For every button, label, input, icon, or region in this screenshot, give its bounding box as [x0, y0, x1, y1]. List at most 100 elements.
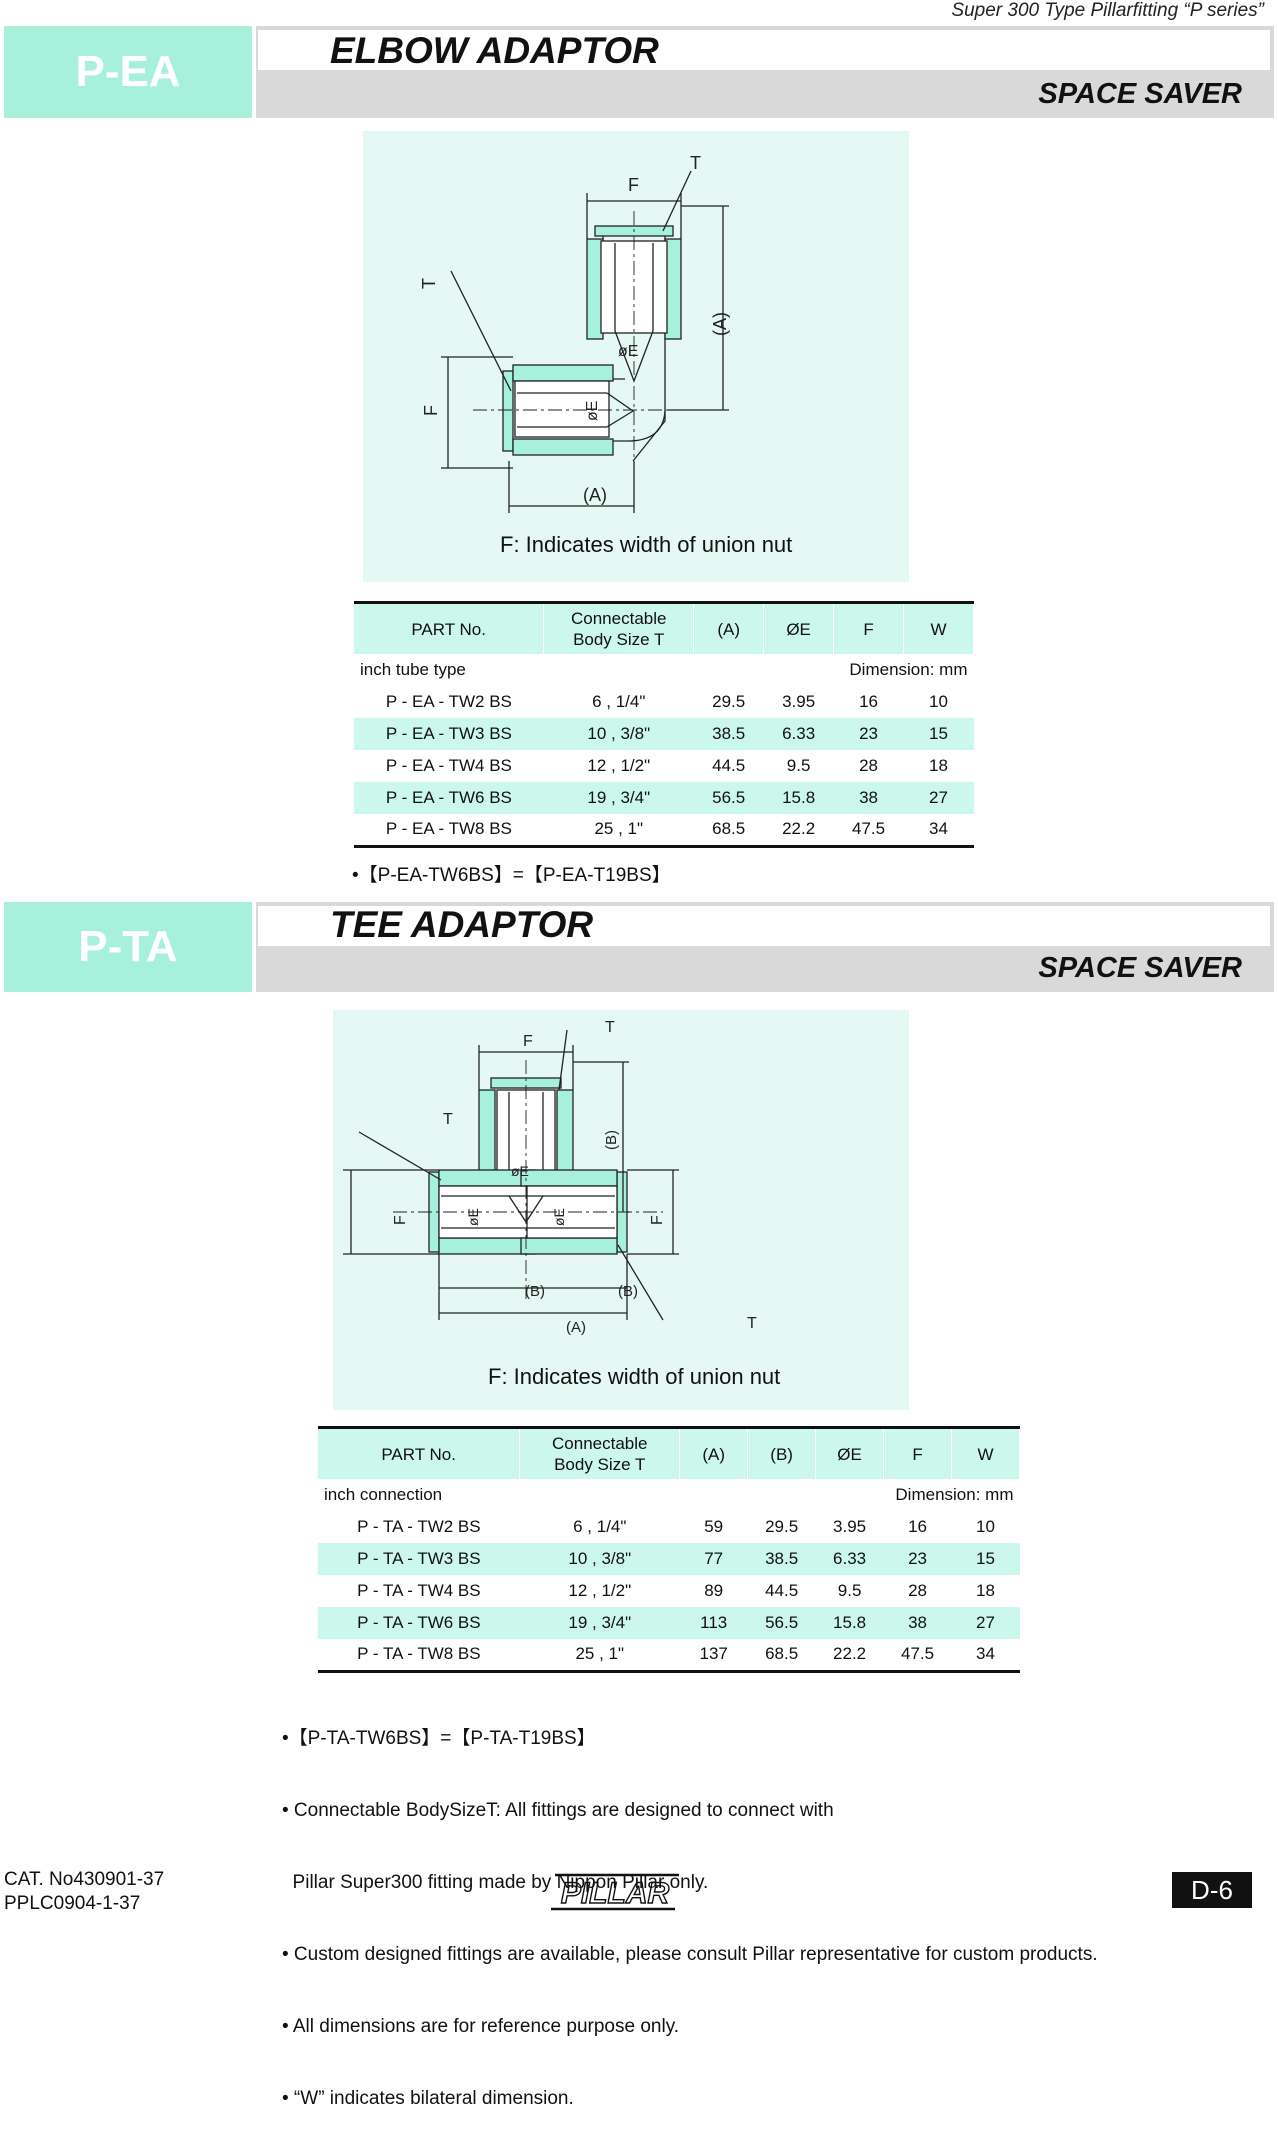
cell: 27: [951, 1607, 1020, 1639]
page-number: D-6: [1172, 1872, 1252, 1908]
cell: 47.5: [833, 814, 904, 848]
dimension-unit: Dimension: mm: [849, 660, 968, 679]
cell: 38.5: [747, 1543, 816, 1575]
cell: 23: [883, 1543, 952, 1575]
cell: 18: [929, 756, 948, 775]
title-white-strip: [258, 30, 1270, 70]
cell: P - EA - TW8 BS: [354, 814, 544, 848]
note-line: • “W” indicates bilateral dimension.: [282, 2088, 574, 2109]
tube-type-label: inch tube type: [360, 660, 466, 679]
cell: P - TA - TW3 BS: [318, 1543, 520, 1575]
cell: P - EA - TW2 BS: [385, 692, 512, 711]
space-saver-badge: SPACE SAVER: [1038, 952, 1242, 984]
label-a-right: (A): [710, 312, 730, 336]
logo-text: PILLAR: [561, 1877, 670, 1910]
label-t-top: T: [605, 1019, 615, 1036]
cell: 6.33: [763, 718, 834, 750]
label-t-left: T: [443, 1111, 453, 1128]
note-line: • Custom designed fittings are available…: [282, 1944, 1098, 1965]
elbow-drawing: F T T (A) øE F øE (A) F: Indicates width…: [363, 131, 909, 582]
note-line: Pillar Super300 fitting made by Nippon P…: [282, 1872, 709, 1893]
cell: 9.5: [786, 756, 811, 775]
cell: 25 , 1": [519, 1639, 680, 1673]
cell: 38: [883, 1607, 952, 1639]
title-white-strip: [258, 906, 1270, 946]
section-code-p-ta: P-TA: [4, 902, 252, 992]
cell: 29.5: [712, 692, 746, 711]
cell: 34: [951, 1639, 1020, 1673]
label-b-right: (B): [603, 1130, 620, 1150]
label-f-top: F: [523, 1033, 533, 1050]
cell: 59: [704, 1517, 724, 1536]
cell: 113: [679, 1607, 748, 1639]
cell: P - EA - TW6 BS: [354, 782, 544, 814]
equivalence-note: •【P-EA-TW6BS】=【P-EA-T19BS】: [352, 865, 671, 886]
cell: P - EA - TW4 BS: [385, 756, 512, 775]
col-part-no: PART No.: [318, 1427, 521, 1479]
cell: P - TA - TW4 BS: [357, 1581, 481, 1600]
note-line: •【P-TA-TW6BS】=【P-TA-T19BS】: [282, 1728, 596, 1749]
cell: 18: [976, 1581, 995, 1600]
col-b: (B): [747, 1427, 817, 1479]
pillar-logo-icon: PILLAR: [551, 1873, 679, 1911]
label-f-left: F: [421, 405, 441, 416]
col-w: W: [951, 1427, 1020, 1479]
cell: 28: [859, 756, 878, 775]
cell: 9.5: [837, 1581, 862, 1600]
cell: 137: [679, 1639, 748, 1673]
label-f-top: F: [628, 175, 639, 195]
cell: 23: [833, 718, 904, 750]
cell: 10: [976, 1517, 995, 1536]
col-e: ØE: [815, 1427, 885, 1479]
cell: 19 , 3/4": [543, 782, 694, 814]
label-f-left: F: [392, 1215, 409, 1225]
cell: 19 , 3/4": [519, 1607, 680, 1639]
cell: 10 , 3/8": [519, 1543, 680, 1575]
table-subheader: inch connection Dimension: mm: [318, 1479, 1020, 1511]
elbow-diagram-svg: F T T (A) øE F øE (A): [419, 153, 730, 513]
cell: 22.2: [763, 814, 834, 848]
col-e: ØE: [763, 602, 835, 654]
tee-drawing: F T T (B) øE F øE øE F (B) (B) (A) T F: …: [333, 1010, 909, 1410]
label-e-right: øE: [551, 1208, 567, 1226]
label-b-left-bottom: (B): [525, 1283, 545, 1300]
cell: 15: [951, 1543, 1020, 1575]
cell: 56.5: [693, 782, 764, 814]
dimension-unit: Dimension: mm: [895, 1485, 1014, 1504]
cell: 29.5: [765, 1517, 799, 1536]
cell: 77: [679, 1543, 748, 1575]
cell: 38: [833, 782, 904, 814]
label-a-bottom: (A): [583, 485, 607, 505]
cell: 56.5: [747, 1607, 816, 1639]
cell: 15: [903, 718, 974, 750]
cell: P - TA - TW2 BS: [357, 1517, 481, 1536]
cell: 16: [908, 1517, 927, 1536]
tee-diagram-svg: F T T (B) øE F øE øE F (B) (B) (A) T: [343, 1019, 757, 1336]
cell: P - EA - TW3 BS: [354, 718, 544, 750]
col-part-no: PART No.: [354, 602, 545, 654]
cell: 3.95: [782, 692, 816, 711]
label-e-left: øE: [465, 1208, 481, 1226]
series-title: Super 300 Type Pillarfitting “P series”: [951, 0, 1264, 21]
space-saver-badge: SPACE SAVER: [1038, 78, 1242, 110]
cell: 10: [929, 692, 948, 711]
cell: 89: [704, 1581, 724, 1600]
connection-type-label: inch connection: [324, 1485, 443, 1504]
label-t-left: T: [419, 278, 439, 289]
cell: 3.95: [833, 1517, 867, 1536]
section-title: TEE ADAPTOR: [330, 904, 594, 945]
col-w: W: [903, 602, 974, 654]
col-f: F: [833, 602, 905, 654]
label-e-horizontal: øE: [584, 401, 601, 421]
pplc-code: PPLC0904-1-37: [4, 1893, 141, 1914]
